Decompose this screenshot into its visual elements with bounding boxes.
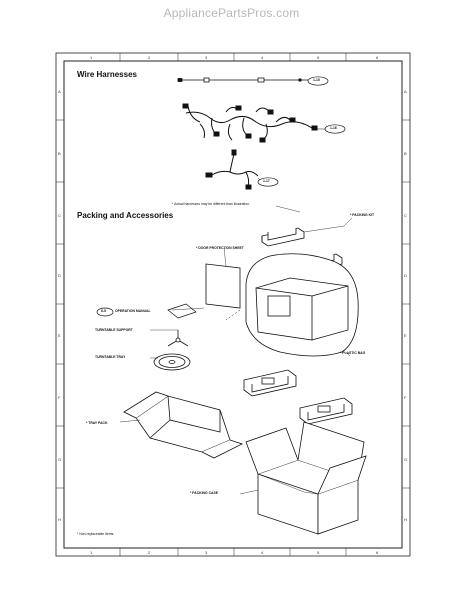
row-label-d-right: D [404,273,407,278]
callout-1-16 [317,124,346,134]
row-label-b: B [58,151,61,156]
callout-1-17 [257,177,279,187]
label-door-protection-sheet: * DOOR PROTECTION SHEET [196,246,244,250]
door-protection-sheet [205,247,241,309]
plastic-bag-oven [225,253,359,357]
callout-1-15 [307,76,329,86]
row-label-f: F [58,395,61,400]
row-label-c: C [58,213,61,218]
col-label-2-bottom: 2 [148,550,151,555]
callout-label-1-17: 1-17 [263,179,270,183]
outer-frame [55,52,411,557]
col-label-4-bottom: 4 [261,550,264,555]
col-label-6: 6 [376,55,379,60]
packing-kit-bottom [243,369,353,425]
label-turntable-support: TURNTABLE SUPPORT [95,328,133,332]
col-label-4: 4 [261,55,264,60]
label-packing-kit: * PACKING KIT [350,213,375,217]
grid-ticks [56,53,410,556]
harness-1-16 [182,103,318,143]
row-label-d: D [58,273,61,278]
row-label-a-right: A [404,89,407,94]
section-title-wire-harnesses: Wire Harnesses [77,70,137,79]
callout-label-1-15: 1-15 [313,78,320,82]
col-label-6-bottom: 6 [376,550,379,555]
inner-frame [63,60,403,549]
label-turntable-tray: TURNTABLE TRAY [95,355,126,359]
row-label-a: A [58,89,61,94]
callout-label-1-16: 1-16 [330,126,337,130]
harness-note: * Actual harnesses may be different than… [172,202,250,206]
packing-case [245,421,367,535]
label-packing-case: * PACKING CASE [190,491,219,495]
col-label-5: 5 [317,55,320,60]
harness-1-15 [177,77,308,83]
col-label-1-bottom: 1 [90,550,93,555]
row-label-g-right: G [404,457,408,462]
leader-lines [119,205,353,495]
col-label-3: 3 [205,55,208,60]
row-label-f-right: F [404,395,407,400]
tray-pack [123,391,244,459]
row-label-c-right: C [404,213,407,218]
turntable-tray [153,353,191,371]
row-label-h: H [58,517,61,522]
label-tray-pack: * TRAY PACK [86,421,108,425]
row-label-e-right: E [404,333,407,338]
col-label-5-bottom: 5 [317,550,320,555]
col-label-1: 1 [90,55,93,60]
operation-manual [96,303,197,319]
footer-note: * Non-replaceable Items. [77,532,115,536]
harness-1-17 [205,149,259,190]
callout-label-6-5: 6-5 [101,309,106,313]
col-label-3-bottom: 3 [205,550,208,555]
row-label-b-right: B [404,151,407,156]
section-title-packing: Packing and Accessories [77,211,174,220]
col-label-2: 2 [148,55,151,60]
site-watermark: AppliancePartsPros.com [163,6,300,20]
row-label-e: E [58,333,61,338]
turntable-support [167,330,189,347]
label-plastic-bag: * PLASTIC BAG [340,351,366,355]
label-operation-manual: OPERATION MANUAL [115,309,151,313]
row-label-h-right: H [404,517,407,522]
row-label-g: G [58,457,62,462]
